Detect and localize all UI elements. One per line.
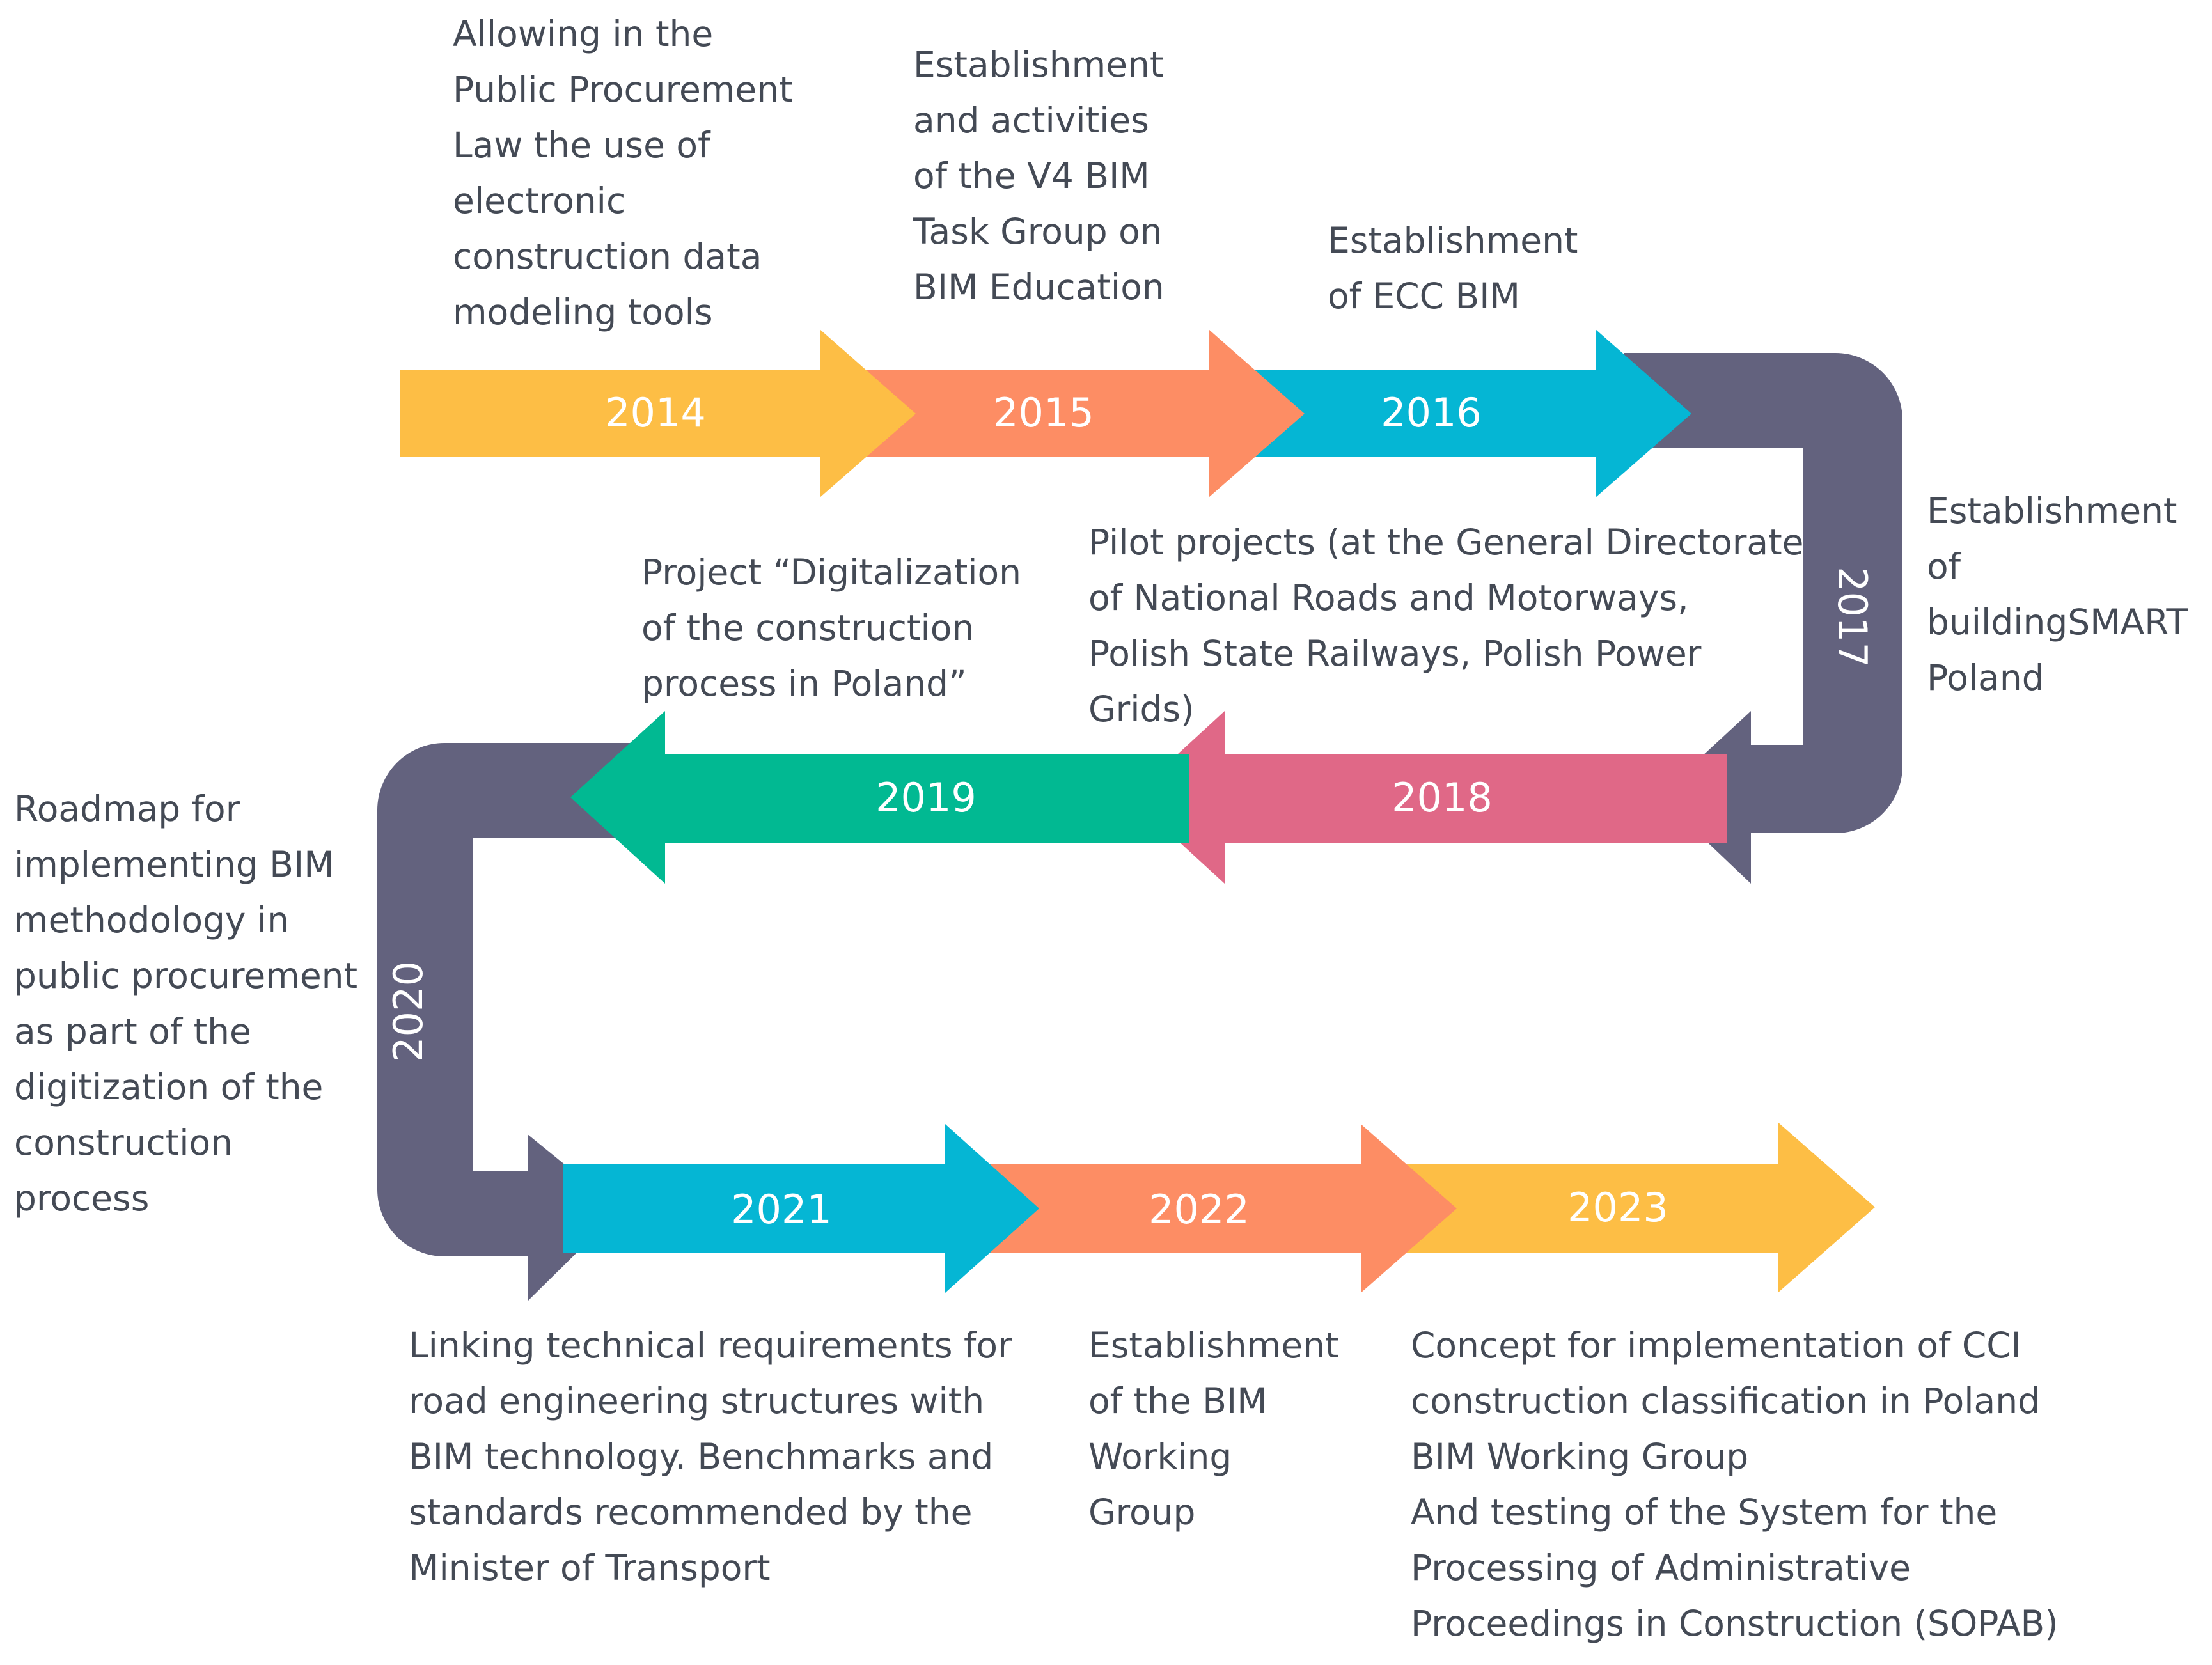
arrow-2021 bbox=[563, 1124, 1039, 1293]
year-label-2016: 2016 bbox=[1381, 389, 1482, 436]
arrow-2019 bbox=[570, 711, 1189, 884]
arrow-2015 bbox=[858, 329, 1305, 497]
description-2019: Project “Digitalization of the construct… bbox=[641, 552, 1022, 704]
arrow-2022 bbox=[982, 1124, 1457, 1293]
description-2016: Establishment of ECC BIM bbox=[1328, 220, 1578, 317]
description-2018: Pilot projects (at the General Directora… bbox=[1088, 522, 1804, 730]
description-2021: Linking technical requirements for road … bbox=[409, 1325, 1012, 1588]
year-label-2017: 2017 bbox=[1829, 567, 1876, 668]
year-label-2023: 2023 bbox=[1567, 1184, 1668, 1231]
description-2015: Establishment and activities of the V4 B… bbox=[913, 44, 1165, 308]
arrow-2016 bbox=[1247, 329, 1691, 497]
year-label-2021: 2021 bbox=[731, 1186, 832, 1233]
arrow-2014 bbox=[400, 329, 916, 497]
description-2022: Establishment of the BIM Working Group bbox=[1088, 1325, 1339, 1533]
year-label-2018: 2018 bbox=[1392, 774, 1493, 821]
year-label-2014: 2014 bbox=[605, 389, 706, 436]
description-2023: Concept for implementation of CCI constr… bbox=[1411, 1325, 2059, 1644]
description-2020: Roadmap for implementing BIM methodology… bbox=[14, 788, 358, 1219]
description-2017: Establishment of buildingSMART Poland bbox=[1927, 490, 2188, 698]
year-label-2022: 2022 bbox=[1149, 1186, 1250, 1233]
year-label-2020: 2020 bbox=[385, 961, 432, 1062]
year-label-2019: 2019 bbox=[875, 774, 977, 821]
arrow-2020 bbox=[377, 743, 639, 1301]
arrow-2023 bbox=[1394, 1122, 1875, 1293]
arrow-2017 bbox=[1624, 353, 1902, 884]
year-label-2015: 2015 bbox=[993, 389, 1094, 436]
description-2014: Allowing in the Public Procurement Law t… bbox=[453, 13, 793, 332]
arrow-2018 bbox=[1131, 711, 1727, 884]
